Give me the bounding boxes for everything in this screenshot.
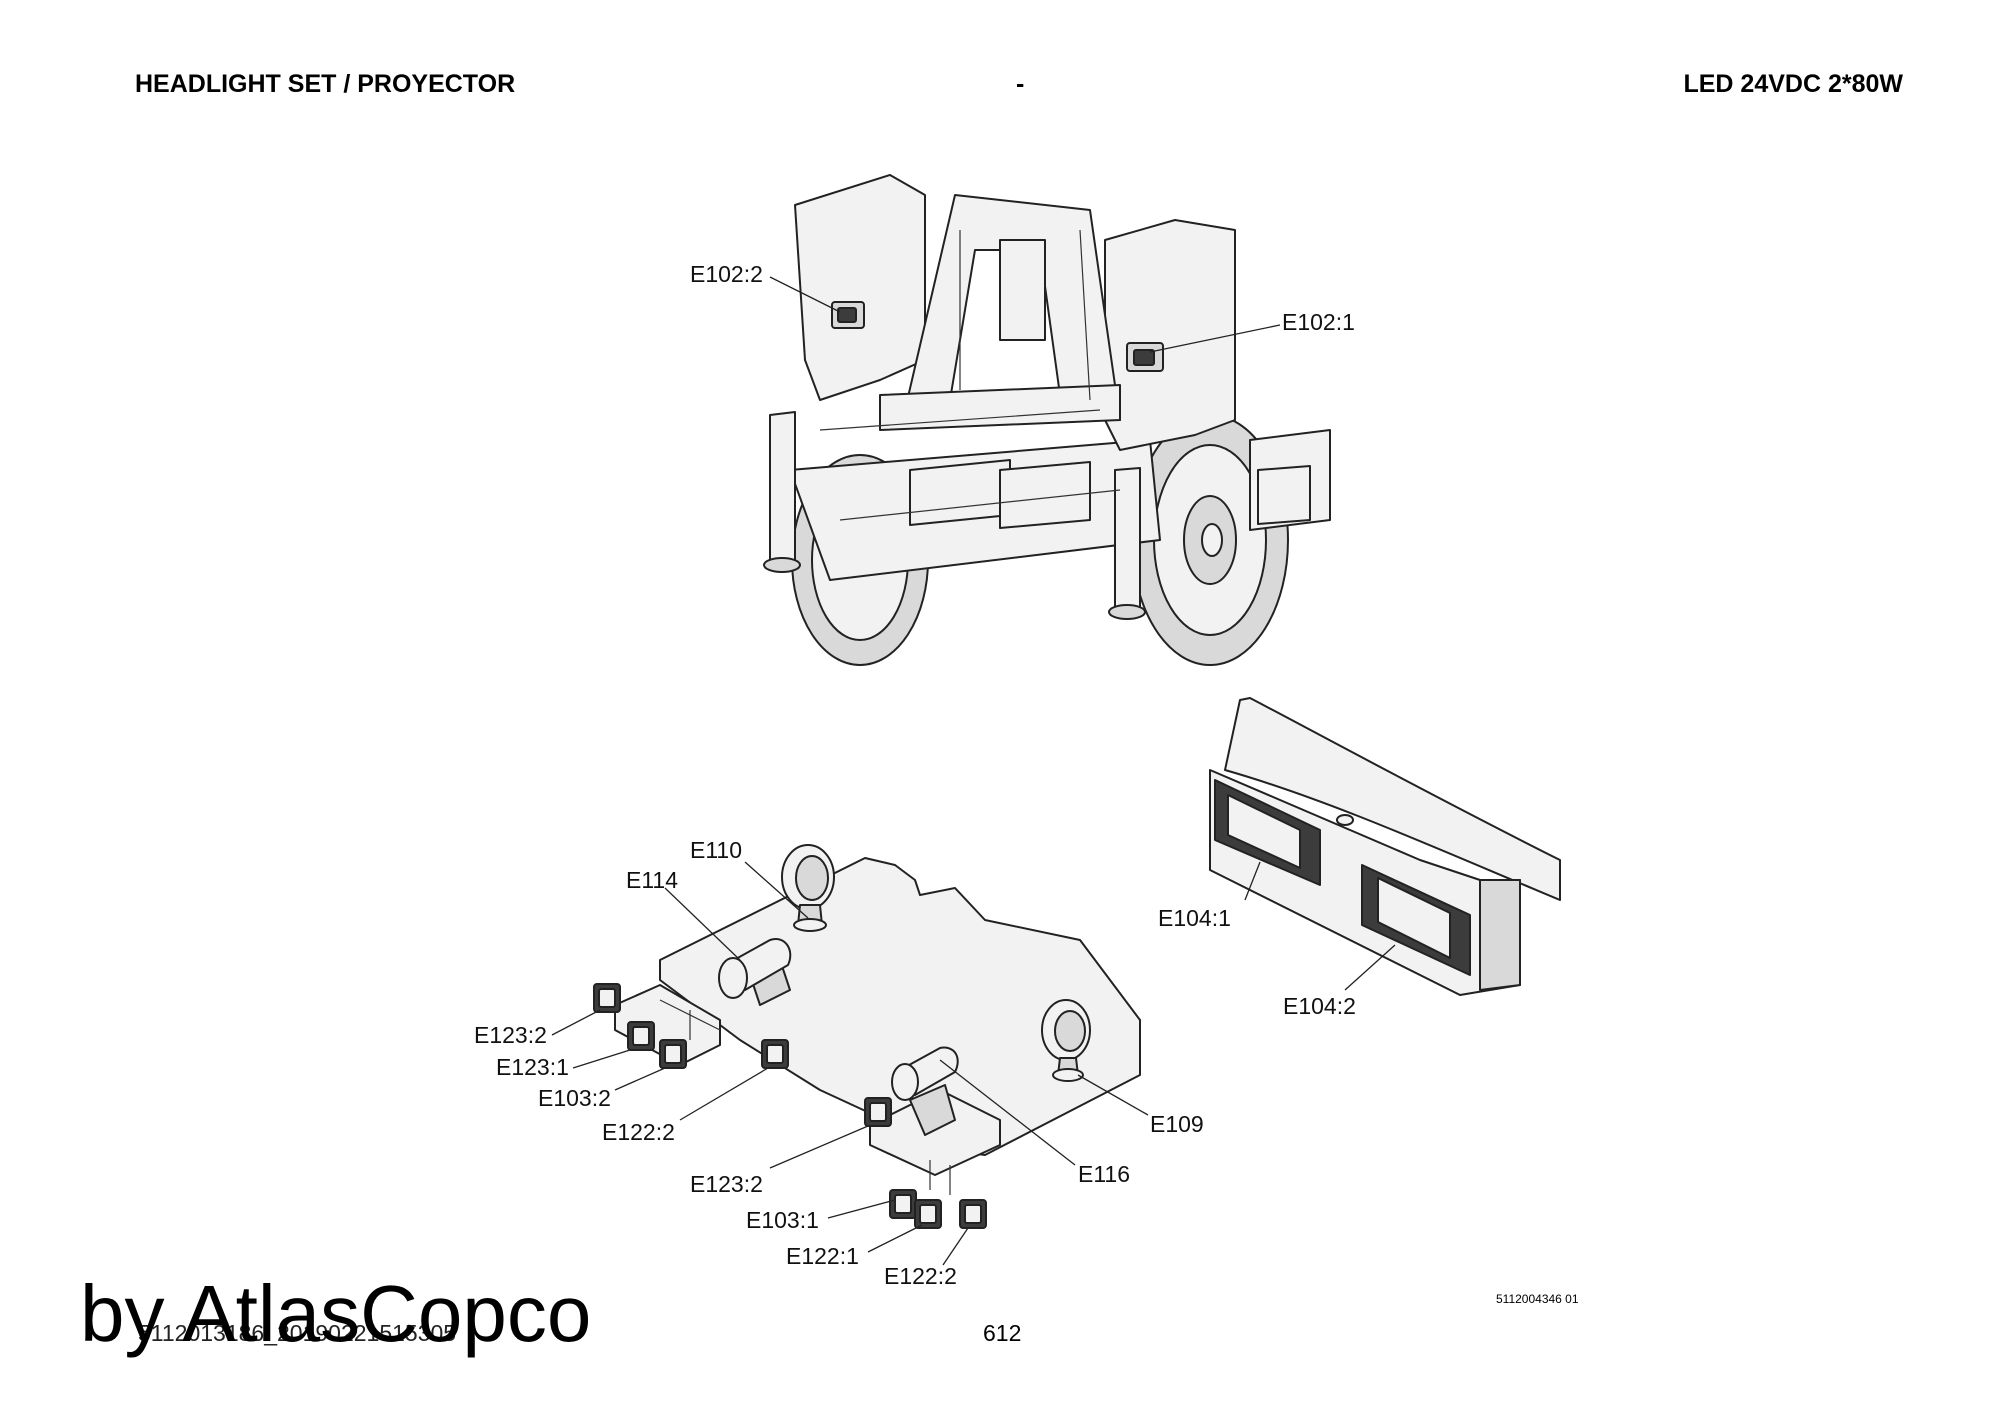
leader-lines [551, 276, 1396, 1266]
page-number: 612 [983, 1320, 1022, 1346]
callout-e114: E114 [626, 867, 678, 893]
callout-e110: E110 [690, 837, 742, 863]
callout-e122-2-lower: E122:2 [884, 1263, 957, 1289]
spec-title: LED 24VDC 2*80W [1683, 70, 1903, 98]
title-separator: - [1016, 70, 1025, 98]
callout-e102-2: E102:2 [690, 261, 763, 287]
callout-e104-2: E104:2 [1283, 993, 1356, 1019]
machine-rear-view [763, 174, 1331, 666]
watermark: by AtlasCopco [80, 1269, 592, 1358]
callout-labels: E102:2 E102:1 E110 E114 E104:1 E104:2 E1… [474, 261, 1356, 1289]
lamp-mounting-plate [593, 844, 1141, 1229]
callout-e123-2: E123:2 [474, 1022, 547, 1048]
callout-e122-2: E122:2 [602, 1119, 675, 1145]
callout-e102-1: E102:1 [1282, 309, 1355, 335]
callout-e103-2: E103:2 [538, 1085, 611, 1111]
callout-e116: E116 [1078, 1161, 1130, 1187]
boom-beam-assembly [1209, 697, 1561, 996]
callout-e123-2-lower: E123:2 [690, 1171, 763, 1197]
page-title: HEADLIGHT SET / PROYECTOR [135, 70, 516, 98]
document-number: 5112004346 01 [1496, 1292, 1579, 1306]
file-code: 5112013186_20190221515305 [138, 1320, 457, 1346]
callout-e104-1: E104:1 [1158, 905, 1231, 931]
callout-e109: E109 [1150, 1111, 1204, 1137]
callout-e122-1: E122:1 [786, 1243, 859, 1269]
callout-e103-1: E103:1 [746, 1207, 819, 1233]
callout-e123-1: E123:1 [496, 1054, 569, 1080]
